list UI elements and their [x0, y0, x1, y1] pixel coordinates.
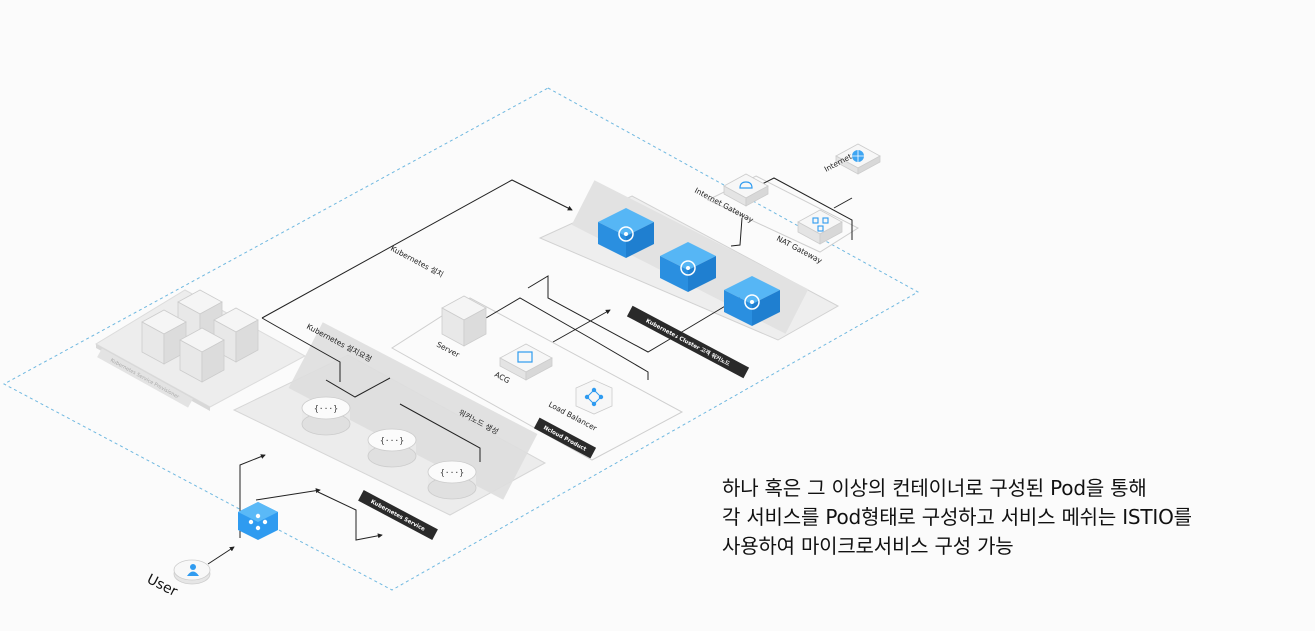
caption-line-3: 사용하여 마이크로서비스 구성 가능 — [722, 534, 1014, 558]
outer-region-boundary — [2, 87, 920, 591]
kubernetes-node-icon — [598, 208, 654, 258]
svg-text:{···}: {···} — [440, 468, 464, 477]
kubernetes-node-icon — [660, 242, 716, 292]
internet-gateway-icon — [723, 173, 769, 207]
caption-line-2: 각 서비스를 Pod형태로 구성하고 서비스 메쉬는 ISTIO를 — [722, 505, 1192, 529]
server-icon — [441, 295, 487, 347]
provisioner-servers — [141, 289, 259, 383]
pod-icon: {···} — [427, 460, 477, 500]
k8s-service-pods: {···} {···} {···} — [301, 396, 477, 500]
ncloud-product-tag: Ncloud Product — [542, 425, 587, 453]
pod-icon: {···} — [367, 428, 417, 468]
k8s-service-tag: Kubernetes Service — [369, 499, 425, 533]
svg-text:{···}: {···} — [314, 404, 338, 413]
caption-line-1: 하나 혹은 그 이상의 컨테이너로 구성된 Pod을 통해 — [722, 476, 1147, 500]
pod-icon: {···} — [301, 396, 351, 436]
connectors — [207, 177, 853, 565]
ingress-icon — [238, 502, 278, 540]
k8s-install-label: Kubernetes 설치 — [389, 244, 445, 279]
load-balancer-icon — [575, 379, 613, 415]
acg-label: ACG — [493, 370, 512, 386]
user-icon — [173, 559, 211, 585]
kubernetes-node-icon — [724, 276, 780, 326]
caption: 하나 혹은 그 이상의 컨테이너로 구성된 Pod을 통해 각 서비스를 Pod… — [722, 474, 1302, 561]
internet-icon — [835, 143, 881, 175]
k8s-cluster-tag: Kubernetes Cluster 고객 워커노드 — [645, 316, 732, 367]
nat-gateway-icon — [797, 209, 843, 245]
svg-text:{···}: {···} — [380, 436, 404, 445]
k8s-worker-nodes — [598, 208, 780, 326]
acg-icon — [499, 343, 553, 381]
